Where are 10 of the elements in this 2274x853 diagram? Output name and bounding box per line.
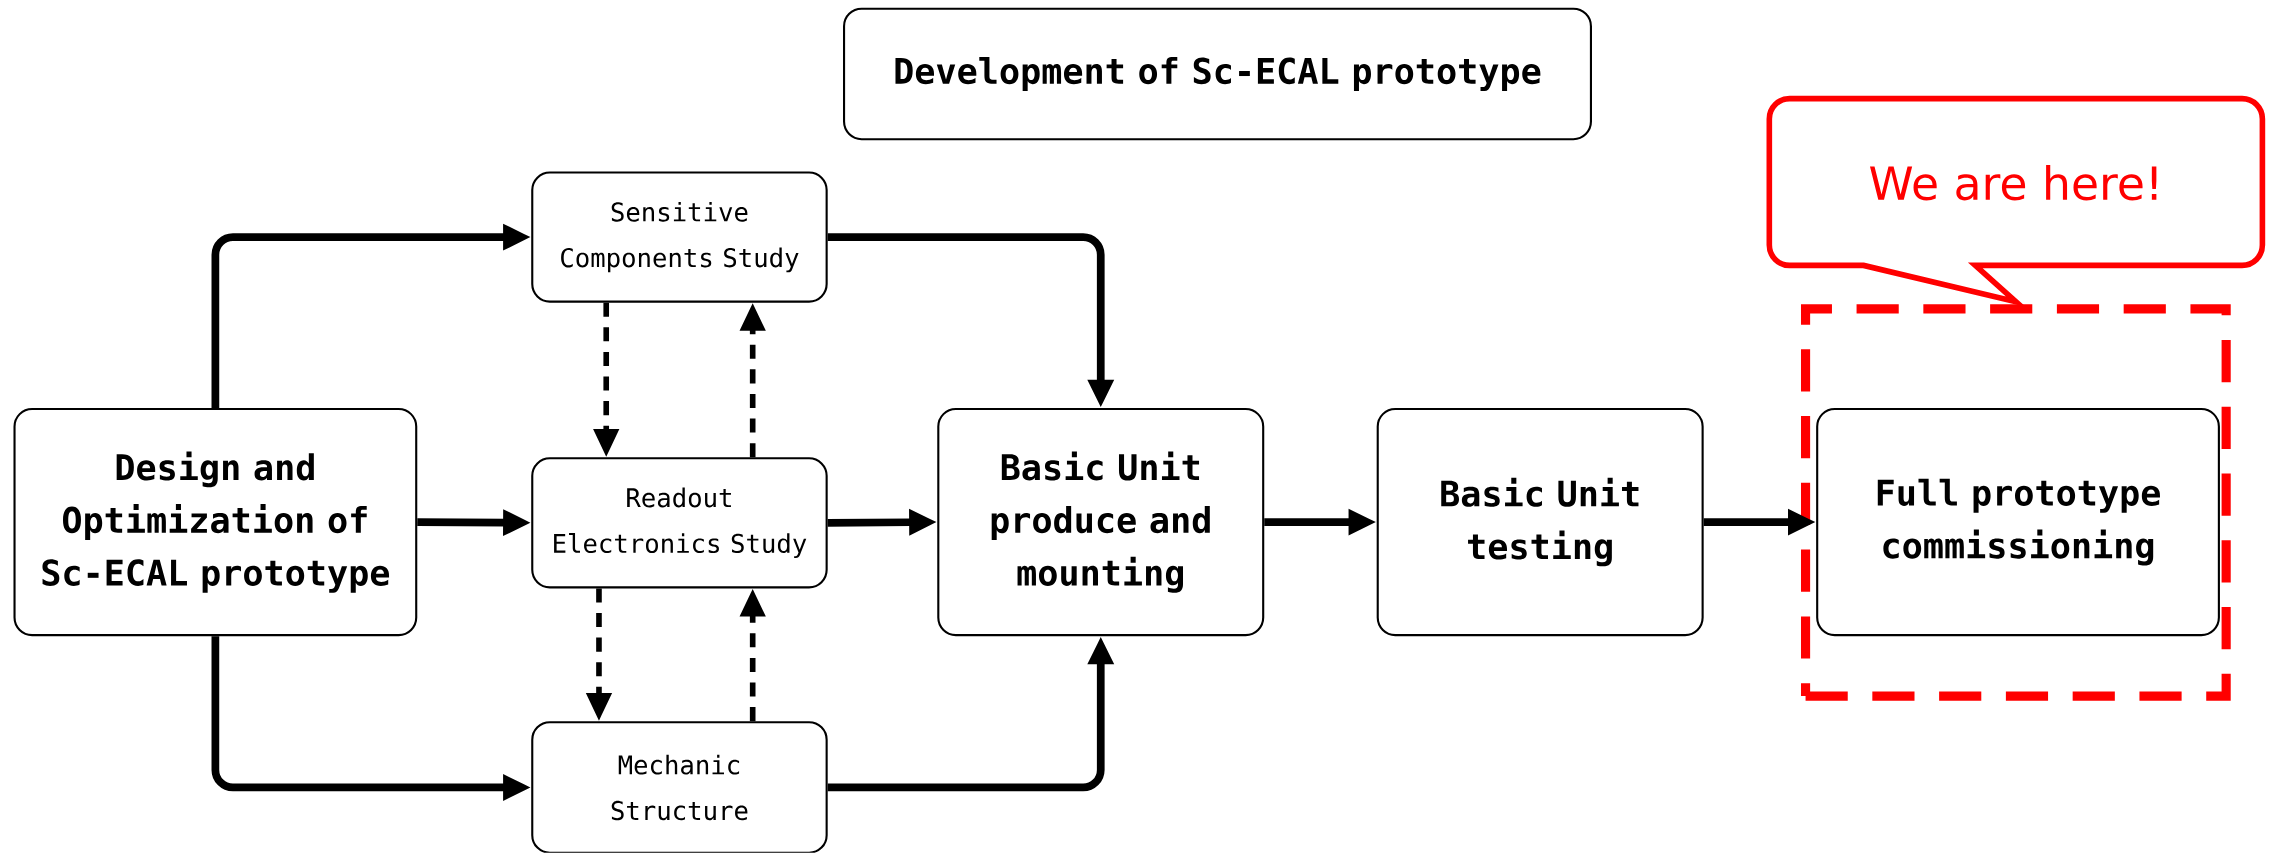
process-box: Basic Unit testing [1376, 408, 1704, 637]
title-box: Development of Sc-ECAL prototype [843, 7, 1592, 141]
process-box: Design and Optimization of Sc-ECAL prototype [13, 408, 418, 637]
process-box: Basic Unit produce and mounting [937, 408, 1265, 637]
process-box: Full prototype commissioning [1816, 408, 2220, 637]
process-box: Readout Electronics Study [531, 457, 828, 589]
process-box: Sensitive Components Study [531, 171, 828, 303]
process-box: Mechanic Structure [531, 721, 828, 853]
highlight-frame [1801, 304, 2231, 701]
speech-bubble: We are here! [1766, 95, 2266, 305]
